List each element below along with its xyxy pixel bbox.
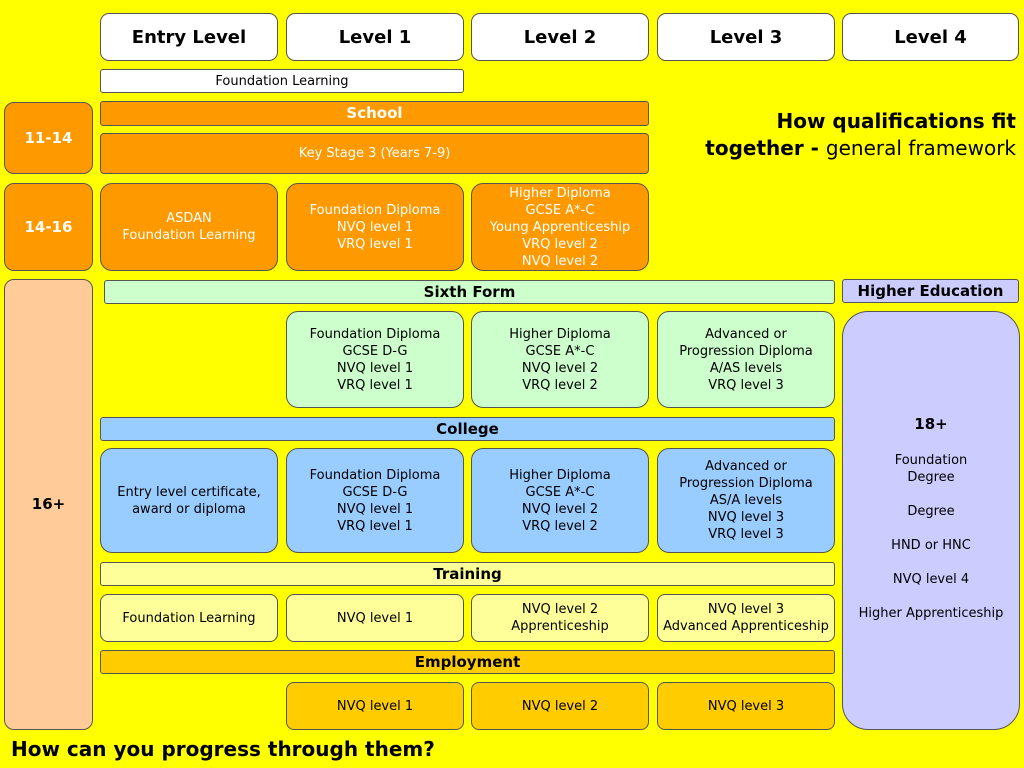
training-card-level-3: NVQ level 3 Advanced Apprenticeship: [657, 594, 835, 642]
age-band-16-plus: 16+: [4, 279, 93, 730]
header-level-4: Level 4: [842, 13, 1019, 61]
training-card-level-1: NVQ level 1: [286, 594, 464, 642]
he-item-foundation-degree: Foundation Degree: [894, 453, 968, 485]
college-card-level-3: Advanced or Progression Diploma AS/A lev…: [657, 448, 835, 553]
header-level-3: Level 3: [657, 13, 835, 61]
employment-card-level-2: NVQ level 2: [471, 682, 649, 730]
higher-education-card: 18+ Foundation Degree Degree HND or HNC …: [842, 311, 1020, 730]
age-band-11-14: 11-14: [4, 102, 93, 174]
header-level-1: Level 1: [286, 13, 464, 61]
he-item-higher-apprenticeship: Higher Apprenticeship: [858, 606, 1004, 621]
training-bar: Training: [100, 562, 835, 586]
college-card-entry: Entry level certificate, award or diplom…: [100, 448, 278, 553]
employment-card-level-3: NVQ level 3: [657, 682, 835, 730]
he-age: 18+: [914, 415, 948, 433]
bottom-question: How can you progress through them?: [11, 737, 435, 761]
he-item-degree: Degree: [907, 504, 955, 519]
school-card-level-2: Higher Diploma GCSE A*-C Young Apprentic…: [471, 183, 649, 271]
employment-card-level-1: NVQ level 1: [286, 682, 464, 730]
school-bar: School: [100, 101, 649, 126]
school-card-level-1: Foundation Diploma NVQ level 1 VRQ level…: [286, 183, 464, 271]
sixth-form-card-level-2: Higher Diploma GCSE A*-C NVQ level 2 VRQ…: [471, 311, 649, 408]
college-card-level-1: Foundation Diploma GCSE D-G NVQ level 1 …: [286, 448, 464, 553]
title-bold: How qualifications fit together -: [705, 109, 1016, 160]
page-title: How qualifications fit together - genera…: [686, 108, 1016, 162]
training-card-entry: Foundation Learning: [100, 594, 278, 642]
header-level-2: Level 2: [471, 13, 649, 61]
title-normal: general framework: [825, 136, 1016, 160]
training-card-level-2: NVQ level 2 Apprenticeship: [471, 594, 649, 642]
he-item-nvq-4: NVQ level 4: [892, 572, 970, 587]
college-card-level-2: Higher Diploma GCSE A*-C NVQ level 2 VRQ…: [471, 448, 649, 553]
higher-education-bar: Higher Education: [842, 279, 1019, 303]
college-bar: College: [100, 417, 835, 441]
age-band-14-16: 14-16: [4, 183, 93, 271]
foundation-learning-bar: Foundation Learning: [100, 69, 464, 93]
sixth-form-bar: Sixth Form: [104, 280, 835, 304]
employment-bar: Employment: [100, 650, 835, 674]
school-card-entry: ASDAN Foundation Learning: [100, 183, 278, 271]
header-entry-level: Entry Level: [100, 13, 278, 61]
key-stage-bar: Key Stage 3 (Years 7-9): [100, 133, 649, 174]
he-item-hnd-hnc: HND or HNC: [891, 538, 971, 553]
sixth-form-card-level-3: Advanced or Progression Diploma A/AS lev…: [657, 311, 835, 408]
sixth-form-card-level-1: Foundation Diploma GCSE D-G NVQ level 1 …: [286, 311, 464, 408]
